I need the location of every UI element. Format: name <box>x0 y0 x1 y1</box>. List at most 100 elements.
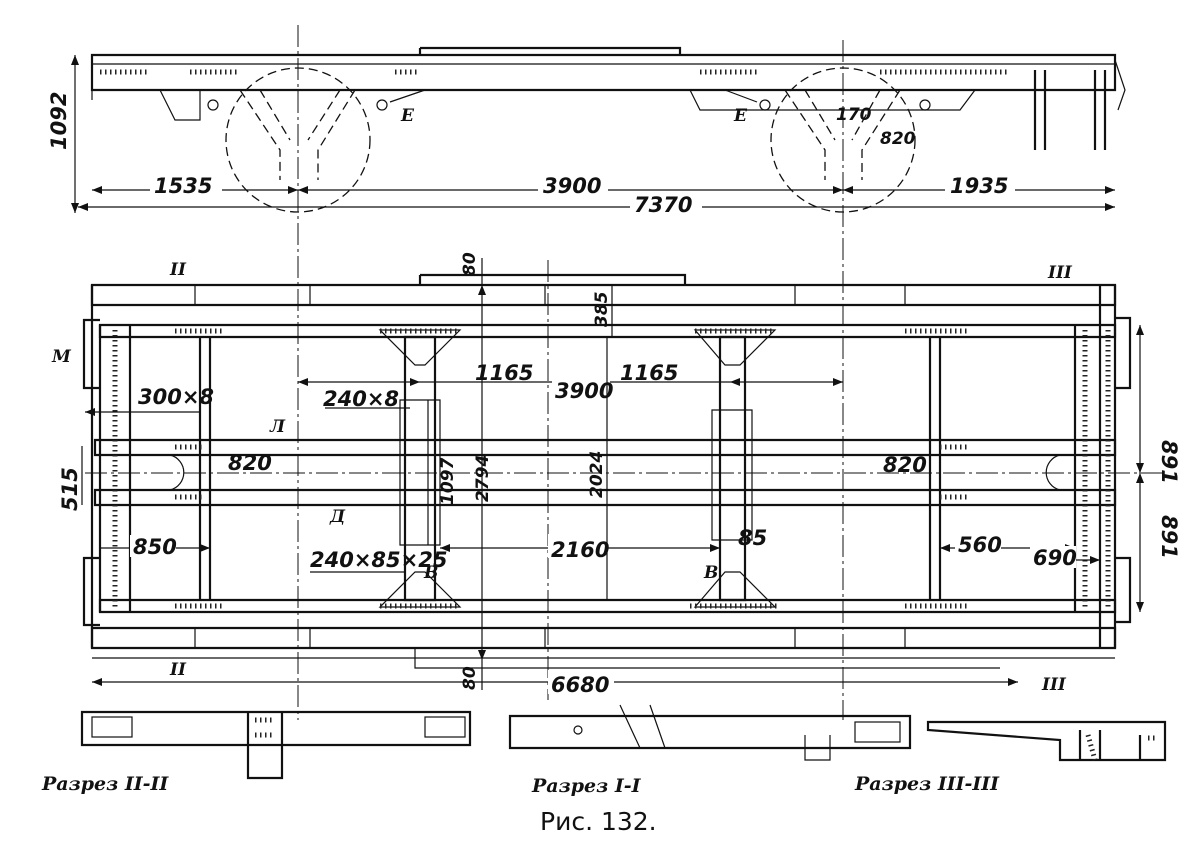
dim-820-right: 820 <box>883 453 927 477</box>
section-i-details <box>619 704 831 761</box>
dim-3900-side: 3900 <box>543 174 601 198</box>
end-sill-rivets <box>112 330 1111 610</box>
plan-rivet-rows <box>175 328 970 609</box>
bottom-intermediate-sill <box>98 598 1117 614</box>
dim-2794: 2794 <box>473 455 493 502</box>
dim-1092: 1092 <box>47 92 71 150</box>
section-ii-ii <box>80 710 472 780</box>
figure-caption: Рис. 132. <box>540 807 657 836</box>
left-buffer-lugs <box>82 318 100 627</box>
side-skirt <box>91 89 976 121</box>
right-bolster-gussets <box>693 329 777 608</box>
section-iii-caption: Разрез III-III <box>854 773 1000 795</box>
dim-170: 170 <box>836 105 872 125</box>
dim-7370-bg <box>630 192 702 214</box>
dim-850: 850 <box>133 535 177 559</box>
dim-3900-plan: 3900 <box>555 379 613 403</box>
dim-85: 85 <box>738 526 767 550</box>
section-i-caption: Разрез I-I <box>531 775 642 797</box>
dim-1097: 1097 <box>438 458 458 505</box>
dim-690: 690 <box>1033 546 1077 570</box>
dim-690-bg <box>1030 546 1076 568</box>
dim-1935-bg <box>945 173 1015 195</box>
label-m: М <box>51 347 72 367</box>
right-draft-pocket <box>1045 454 1075 491</box>
right-hanger-pin <box>919 99 931 111</box>
section-iii-iii <box>926 720 1167 762</box>
left-crossbeam <box>198 337 212 600</box>
side-raised-plate <box>420 46 682 55</box>
right-bolster-plate <box>711 409 753 541</box>
section-iii-rivets <box>1085 734 1158 761</box>
dim-6680: 6680 <box>551 673 609 697</box>
left-bolster-plate <box>399 399 441 546</box>
plate-240x8: 240×8 <box>323 387 399 411</box>
dim-1165-left: 1165 <box>475 361 533 385</box>
section-ii-outline <box>80 710 472 747</box>
dim-560-bg <box>955 533 1001 555</box>
right-crossbeam <box>928 337 942 600</box>
left-hanger-pin <box>207 99 219 111</box>
section-ii-right-pocket <box>424 716 466 738</box>
right-bolster-braces <box>784 89 901 180</box>
dim-515: 515 <box>58 467 82 511</box>
section-ii-rivets <box>255 717 275 738</box>
section-ii-caption: Разрез II-II <box>41 773 169 795</box>
left-bolster-gussets <box>378 329 462 608</box>
dim-80-top: 80 <box>460 252 480 276</box>
left-bolster-braces <box>239 89 356 180</box>
dim-1535-bg <box>150 173 222 195</box>
dim-3900-plan-arrows <box>298 378 843 386</box>
dim-1165-right: 1165 <box>620 361 678 385</box>
section-iii-outline <box>926 720 1167 762</box>
bottom-side-sill <box>90 626 1117 650</box>
label-v-right: В <box>703 563 718 583</box>
section-iii-posts <box>1078 730 1142 760</box>
dim-385: 385 <box>592 292 612 328</box>
bottom-sill-flange <box>92 648 1115 669</box>
dim-3900-plan-bg <box>552 378 610 400</box>
left-draft-pocket <box>132 454 185 491</box>
dim-6680-bg <box>548 670 614 694</box>
right-buffer-lugs <box>1115 316 1132 624</box>
dim-1535: 1535 <box>154 174 212 198</box>
side-coupler-hook <box>1114 59 1126 111</box>
dim-80-bottom: 80 <box>460 666 480 690</box>
dim-2160-bg <box>548 534 606 558</box>
label-e-left: Е <box>400 106 415 126</box>
label-d: Д <box>329 507 346 527</box>
left-bolster <box>403 335 437 602</box>
side-view: Е Е 1092 1535 3900 1935 7370 170 820 <box>47 25 1126 720</box>
cut-iii-bottom: III <box>1041 675 1067 695</box>
dim-891-bottom: 891 <box>1157 515 1181 559</box>
label-e-right: Е <box>733 106 748 126</box>
dim-850-bg <box>130 535 176 557</box>
cut-ii-bottom: II <box>169 660 187 680</box>
top-sill-raised <box>420 273 687 285</box>
dim-820-side: 820 <box>880 129 916 149</box>
dim-820-left: 820 <box>228 451 272 475</box>
dim-1935: 1935 <box>950 174 1008 198</box>
leader-300x8-arrow <box>85 408 95 416</box>
plate-300x8: 300×8 <box>138 385 214 409</box>
section-ii-bolster <box>246 712 284 780</box>
left-bracket-e-pin <box>376 99 388 111</box>
dim-560: 560 <box>958 533 1002 557</box>
dim-row-1-arrows <box>92 186 1115 194</box>
section-i-hole <box>573 725 583 735</box>
dim-850-arrow <box>200 544 210 552</box>
side-sole-bar <box>90 53 1117 92</box>
section-i-i <box>508 704 912 761</box>
left-end-sill <box>90 285 132 648</box>
plate-240x85x25: 240×85×25 <box>310 548 447 572</box>
dim-2024: 2024 <box>587 451 607 498</box>
cut-ii-top: II <box>169 260 187 280</box>
section-i-pocket <box>854 721 901 743</box>
dim-891-top: 891 <box>1157 440 1181 484</box>
sill-posts <box>194 285 906 648</box>
dim-3900-bg <box>538 173 608 195</box>
side-end-posts <box>1033 70 1107 150</box>
plan-view: 80 385 1165 3900 1165 300×8 240×8 Л Д В … <box>51 252 1181 700</box>
dim-891-arrows <box>1136 325 1144 612</box>
